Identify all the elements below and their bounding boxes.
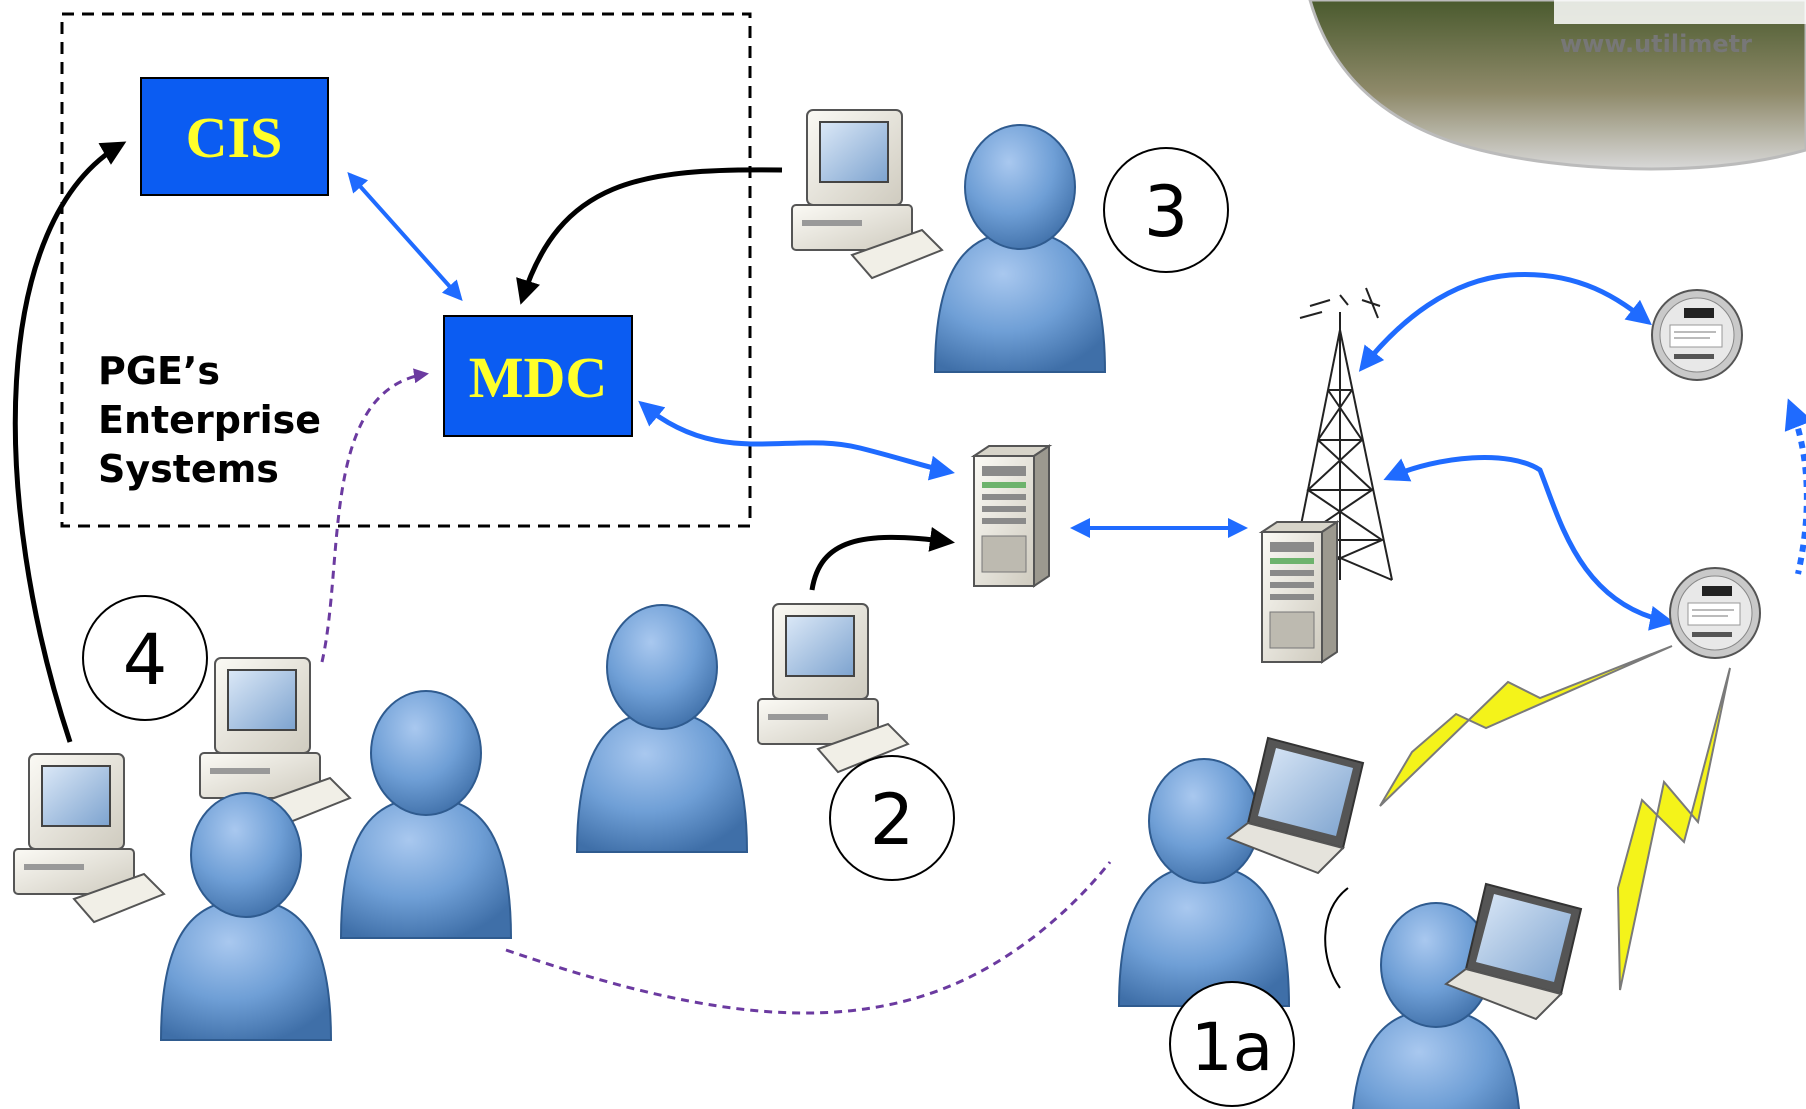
mdc-label: MDC [469, 345, 608, 410]
meter-to-meter-link [1784, 398, 1806, 575]
user-icon [576, 604, 748, 853]
monitor-icon [791, 109, 943, 279]
step-1a-label: 1a [1191, 1009, 1273, 1086]
workstation2-to-server-arrow [809, 526, 955, 591]
workstation4-to-field-link [505, 861, 1112, 1015]
logo-image: www.utilimetr [1308, 0, 1806, 171]
enterprise-boundary [60, 12, 752, 528]
step-1a-badge: 1a [1169, 981, 1295, 1107]
cis-mdc-link [347, 172, 463, 301]
monitor-icon [757, 603, 909, 773]
lightning-icon [1379, 645, 1673, 807]
server-icon [973, 445, 1050, 587]
workstation4-to-mdc-link [320, 368, 429, 663]
workstation4-to-cis-arrow [12, 141, 127, 743]
lightning-icon [1616, 667, 1731, 991]
electric-meter-icon [1669, 567, 1761, 659]
step-2-badge: 2 [829, 755, 955, 881]
cis-box: CIS [140, 77, 329, 196]
mdc-box: MDC [443, 315, 633, 437]
enterprise-label: PGE’s Enterprise Systems [98, 349, 321, 491]
monitor-icon [13, 753, 165, 923]
enterprise-label-line-2: Enterprise [98, 398, 321, 442]
logo-url: www.utilimetr [1560, 30, 1752, 58]
step-3-label: 3 [1144, 171, 1189, 253]
server-icon [1261, 521, 1338, 663]
user-icon [934, 124, 1106, 373]
mdc-server-link [638, 400, 955, 481]
step-4-badge: 4 [82, 595, 208, 721]
tower-meter-bottom-link [1383, 455, 1675, 631]
workstation3-to-mdc-arrow [516, 167, 783, 305]
user-icon [160, 792, 332, 1041]
enterprise-label-line-3: Systems [98, 447, 279, 491]
cis-label: CIS [186, 105, 283, 170]
tower-meter-top-link [1358, 271, 1652, 372]
enterprise-label-line-1: PGE’s [98, 349, 220, 393]
user-icon-shadow [1324, 887, 1349, 989]
step-4-label: 4 [123, 619, 168, 701]
step-2-label: 2 [870, 779, 915, 861]
step-3-badge: 3 [1103, 147, 1229, 273]
electric-meter-icon [1651, 289, 1743, 381]
user-icon [340, 690, 512, 939]
